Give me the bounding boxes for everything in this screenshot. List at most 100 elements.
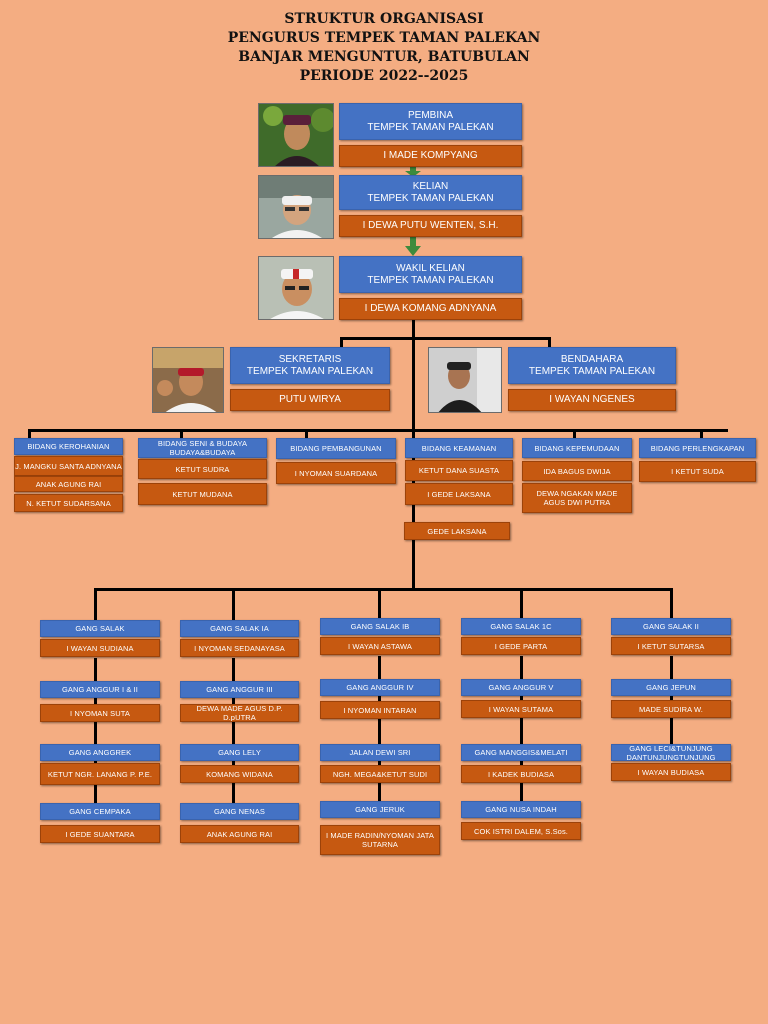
gang-leader-box: MADE SUDIRA W. (611, 700, 731, 718)
bidang-title-text: BIDANG PEMBANGUNAN (290, 444, 382, 453)
gang-leader-name: I WAYAN SUTAMA (488, 704, 554, 714)
kelian-role-line2: TEMPEK TAMAN PALEKAN (367, 192, 494, 204)
bidang-member: I NYOMAN SUARDANA (276, 462, 396, 484)
pembina-role-line1: PEMBINA (407, 109, 453, 121)
bidang-title-text: BIDANG KEROHANIAN (27, 442, 110, 451)
pembina-role-line2: TEMPEK TAMAN PALEKAN (367, 121, 494, 133)
bidang-keamanan-title: BIDANG KEAMANAN (405, 438, 513, 458)
portrait-icon (429, 348, 501, 412)
sekretaris-role-line1: SEKRETARIS (278, 353, 342, 365)
wakil-photo (258, 256, 334, 320)
wakil-role-line1: WAKIL KELIAN (396, 262, 465, 274)
gang-leader-name: I GEDE SUANTARA (65, 829, 135, 839)
gang-leader-box: ANAK AGUNG RAI (180, 825, 299, 843)
gang-leader-name: I WAYAN BUDIASA (637, 767, 705, 777)
gang-label-box: GANG LELY (180, 744, 299, 761)
bidang-pembangunan-title: BIDANG PEMBANGUNAN (276, 438, 396, 459)
bendahara-name-box: I WAYAN NGENES (508, 389, 676, 411)
gang-label-box: JALAN DEWI SRI (320, 744, 440, 761)
bidang-member: ANAK AGUNG RAI (14, 476, 123, 492)
gang-label: GANG MANGGIS&MELATI (474, 748, 568, 757)
bidang-title-text: BIDANG KEPEMUDAAN (534, 443, 620, 453)
portrait-icon (259, 176, 333, 238)
gang-label-box: GANG ANGGREK (40, 744, 160, 761)
gang-label: GANG LELY (218, 748, 261, 757)
gang-label: GANG SALAK IA (210, 624, 269, 633)
pembina-photo (258, 103, 334, 167)
sekretaris-role-box: SEKRETARIS TEMPEK TAMAN PALEKAN (230, 347, 390, 384)
gang-leader-box: NGH. MEGA&KETUT SUDI (320, 765, 440, 783)
bidang-member-name: N. KETUT SUDARSANA (26, 498, 111, 508)
bidang-member-name: DEWA NGAKAN MADE AGUS DWI PUTRA (536, 489, 618, 507)
pembina-name-box: I MADE KOMPYANG (339, 145, 522, 167)
gang-label-box: GANG CEMPAKA (40, 803, 160, 820)
gang-label-box: GANG JEPUN (611, 679, 731, 696)
gang-label: GANG SALAK II (643, 622, 699, 631)
gang-label: GANG ANGGUR III (206, 685, 273, 694)
gang-leader-name: NGH. MEGA&KETUT SUDI (332, 769, 428, 779)
bidang-member: DEWA NGAKAN MADE AGUS DWI PUTRA (522, 483, 632, 513)
gang-label-box: GANG ANGGUR III (180, 681, 299, 698)
sekretaris-photo (152, 347, 224, 413)
connector-line (28, 429, 31, 439)
bendahara-name: I WAYAN NGENES (549, 394, 635, 405)
gang-label: GANG JERUK (355, 805, 405, 814)
gang-label: GANG ANGGUR V (488, 683, 554, 692)
gang-label: GANG NUSA INDAH (485, 805, 557, 814)
gang-leader-name: I GEDE PARTA (494, 641, 548, 651)
bendahara-photo (428, 347, 502, 413)
kelian-role-line1: KELIAN (412, 180, 449, 192)
connector-line (700, 429, 703, 439)
gang-label: GANG ANGGREK (68, 748, 132, 757)
connector-line (305, 429, 308, 439)
gang-label: JALAN DEWI SRI (349, 748, 411, 757)
gang-label-box: GANG LECI&TUNJUNG DANTUNJUNGTUNJUNG (611, 744, 731, 761)
connector-line (232, 588, 235, 620)
gang-leader-name: I NYOMAN SUTA (70, 708, 130, 718)
kelian-role-box: KELIAN TEMPEK TAMAN PALEKAN (339, 175, 522, 210)
gang-leader-box: I WAYAN ASTAWA (320, 637, 440, 655)
connector-line (94, 588, 673, 591)
kelian-name: I DEWA PUTU WENTEN, S.H. (362, 220, 499, 231)
gang-label-box: GANG SALAK IA (180, 620, 299, 637)
gang-leader-name: I WAYAN ASTAWA (348, 641, 412, 651)
bidang-title-text: BIDANG PERLENGKAPAN (650, 443, 745, 453)
page-title-line-1: STRUKTUR ORGANISASI (284, 11, 484, 27)
down-arrow-icon (405, 167, 421, 177)
bidang-member-name: GEDE LAKSANA (427, 526, 487, 536)
gang-label: GANG ANGGUR I & II (62, 685, 138, 694)
gang-label: GANG SALAK (75, 624, 125, 633)
sekretaris-role-line2: TEMPEK TAMAN PALEKAN (246, 365, 374, 377)
gang-label: GANG SALAK 1C (490, 622, 552, 631)
page-title-line-3: BANJAR MENGUNTUR, BATUBULAN (238, 49, 530, 65)
bidang-member: GEDE LAKSANA (404, 522, 510, 540)
gang-leader-box: I WAYAN SUTAMA (461, 700, 581, 718)
gang-leader-box: I WAYAN BUDIASA (611, 763, 731, 781)
gang-label-box: GANG SALAK (40, 620, 160, 637)
bidang-member: J. MANGKU SANTA ADNYANA (14, 456, 123, 476)
gang-leader-name: I KADEK BUDIASA (487, 769, 555, 779)
bidang-member-name: KETUT MUDANA (172, 489, 233, 499)
bidang-member: I GEDE LAKSANA (405, 483, 513, 505)
portrait-icon (259, 257, 333, 319)
gang-label-box: GANG SALAK II (611, 618, 731, 635)
bidang-title-text: BIDANG KEAMANAN (421, 443, 497, 453)
connector-line (340, 337, 550, 340)
kelian-photo (258, 175, 334, 239)
gang-leader-name: I NYOMAN INTARAN (343, 705, 417, 715)
bidang-member-name: ANAK AGUNG RAI (35, 479, 102, 489)
gang-label: GANG NENAS (213, 807, 265, 816)
gang-label: GANG CEMPAKA (69, 807, 131, 816)
page-title-line-2: PENGURUS TEMPEK TAMAN PALEKAN (227, 30, 541, 46)
gang-leader-name: MADE SUDIRA W. (639, 704, 703, 714)
wakil-role-line2: TEMPEK TAMAN PALEKAN (367, 274, 494, 286)
bidang-title-text: BIDANG SENI & BUDAYA BUDAYA&BUDAYA (157, 439, 248, 457)
wakil-role-box: WAKIL KELIAN TEMPEK TAMAN PALEKAN (339, 256, 522, 293)
bidang-member-name: KETUT DANA SUASTA (418, 466, 500, 475)
gang-leader-box: KOMANG WIDANA (180, 765, 299, 783)
gang-label-box: GANG MANGGIS&MELATI (461, 744, 581, 761)
gang-label-box: GANG NENAS (180, 803, 299, 820)
connector-line (520, 588, 523, 618)
bendahara-role-line2: TEMPEK TAMAN PALEKAN (528, 365, 656, 377)
gang-label-box: GANG SALAK 1C (461, 618, 581, 635)
